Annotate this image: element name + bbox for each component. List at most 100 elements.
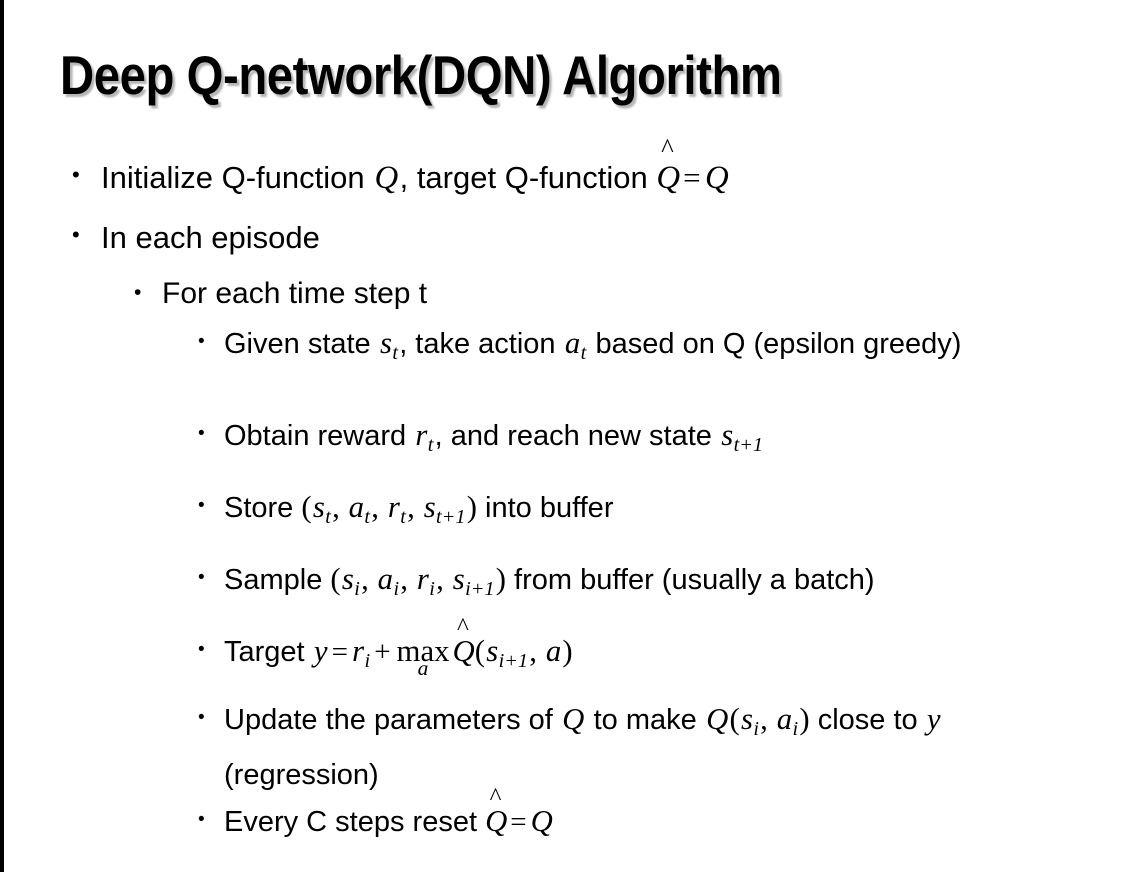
text-fragment: into buffer	[476, 492, 614, 524]
bullet-obtain-reward: • Obtain reward rt, and reach new state …	[4, 412, 1124, 484]
bullet-marker-icon: •	[72, 162, 80, 187]
page-title: Deep Q-network(DQN) Algorithm	[60, 44, 782, 106]
bullet-marker-icon: •	[198, 639, 205, 660]
text-fragment: , target Q-function	[399, 160, 657, 195]
math-sub-i: i	[792, 717, 799, 740]
math-paren-close: )	[466, 490, 477, 524]
text-fragment: from buffer (usually a batch)	[505, 564, 875, 596]
math-var-s1-base: s	[312, 490, 325, 524]
bullet-for-each-time-step: • For each time step t	[4, 268, 1124, 320]
bullet-every-c-steps-reset: • Every C steps reset ^Q=Q	[4, 785, 1124, 870]
math-sub-i: i	[429, 577, 435, 600]
text-fragment: Given state	[224, 328, 379, 360]
bullet-text: Initialize Q-function Q, target Q-functi…	[101, 134, 1124, 208]
math-sub-t: t	[325, 505, 331, 528]
math-var-s1: st	[312, 490, 332, 528]
math-q-hat: ^Q	[452, 615, 475, 674]
math-var-s2-base: s	[452, 562, 465, 596]
math-q-hat: ^Q	[485, 785, 507, 844]
math-sub-t: t	[364, 505, 371, 528]
math-var-r: rt	[414, 418, 434, 456]
bullet-in-each-episode: • In each episode	[4, 208, 1124, 268]
math-equals: =	[331, 636, 349, 668]
math-var-q2: Q	[705, 160, 729, 196]
math-var-qhat-base: Q	[656, 160, 681, 196]
bullet-text: Every C steps reset ^Q=Q	[224, 785, 1094, 845]
math-var-s: si	[740, 702, 760, 740]
math-var-s: st	[379, 326, 399, 364]
bullet-text: Given state st, take action at based on …	[224, 320, 1094, 376]
math-var-s-base: s	[721, 418, 734, 452]
bullet-sample-from-buffer: • Sample (si, ai, ri, si+1) from buffer …	[4, 556, 1124, 628]
bullet-text: Update the parameters of Q to make Q(si,…	[224, 696, 1094, 798]
text-fragment: Target	[224, 636, 313, 668]
math-sub-t: t	[392, 341, 398, 364]
math-sub-i-plus-1: i+1	[498, 649, 529, 672]
math-var-q2: Q	[706, 702, 729, 736]
math-comma: ,	[760, 702, 776, 736]
hat-accent-icon: ^	[661, 132, 674, 163]
math-var-r-base: r	[415, 418, 428, 452]
math-paren-open: (	[729, 702, 740, 736]
math-paren-close: )	[799, 702, 810, 736]
math-sub-i: i	[354, 577, 360, 600]
math-var-qhat-base: Q	[452, 634, 475, 668]
bullet-update-parameters: • Update the parameters of Q to make Q(s…	[4, 696, 1124, 798]
text-fragment: Obtain reward	[224, 420, 415, 452]
math-var-s-base: s	[486, 634, 499, 668]
math-var-a-base: a	[776, 702, 793, 736]
math-paren-close: )	[495, 562, 506, 596]
text-fragment: Store	[224, 492, 302, 524]
bullet-text: Store (st, at, rt, st+1) into buffer	[224, 484, 1094, 540]
math-var-s: si+1	[485, 634, 529, 672]
math-var-s2: st+1	[422, 490, 466, 528]
math-paren-close: )	[562, 634, 573, 668]
math-var-a: at	[564, 326, 588, 364]
math-var-r1-base: r	[416, 562, 429, 596]
bullet-marker-icon: •	[198, 808, 205, 830]
hat-accent-icon: ^	[489, 784, 502, 812]
math-sub-i: i	[364, 649, 371, 672]
text-fragment: to make	[585, 704, 705, 736]
math-var-a1: ai	[376, 562, 400, 600]
bullet-initialize-q-function: • Initialize Q-function Q, target Q-func…	[4, 134, 1124, 208]
math-var-s2: si+1	[451, 562, 495, 600]
text-fragment: based on Q (epsilon greedy)	[587, 328, 962, 360]
text-fragment: Initialize Q-function	[101, 160, 374, 195]
bullet-marker-icon: •	[134, 281, 142, 304]
text-fragment: , and reach new state	[434, 420, 720, 452]
math-comma: ,	[436, 562, 452, 596]
bullet-marker-icon: •	[198, 707, 205, 728]
math-equals: =	[510, 805, 527, 838]
bullet-text: Obtain reward rt, and reach new state st…	[224, 412, 1094, 468]
bullet-marker-icon: •	[198, 423, 205, 444]
math-max-limit-a: a	[417, 655, 429, 680]
bullet-marker-icon: •	[198, 567, 205, 588]
bullet-marker-icon: •	[198, 331, 205, 352]
math-var-s1-base: s	[341, 562, 354, 596]
bullet-given-state-take-action: • Given state st, take action at based o…	[4, 320, 1124, 412]
math-comma: ,	[361, 562, 377, 596]
algorithm-bullet-list: • Initialize Q-function Q, target Q-func…	[4, 134, 1124, 870]
math-var-a-base: a	[564, 326, 581, 360]
math-sub-t-plus-1: t+1	[436, 505, 466, 528]
math-var-a1-base: a	[377, 562, 394, 596]
bullet-marker-icon: •	[198, 495, 205, 516]
math-paren-open: (	[330, 562, 341, 596]
math-sub-t: t	[427, 433, 434, 456]
math-max-label: max	[396, 634, 450, 668]
math-var-q1: Q	[562, 702, 585, 736]
math-var-a: ai	[776, 702, 800, 740]
hat-accent-icon: ^	[457, 614, 469, 642]
math-sub-t-plus-1: t+1	[733, 433, 764, 456]
bullet-text: For each time step t	[162, 277, 428, 310]
math-comma: ,	[407, 490, 423, 524]
math-var-s-base: s	[379, 326, 392, 360]
math-comma: ,	[371, 490, 387, 524]
math-var-r1: rt	[387, 490, 407, 528]
text-fragment: Sample	[224, 564, 331, 596]
